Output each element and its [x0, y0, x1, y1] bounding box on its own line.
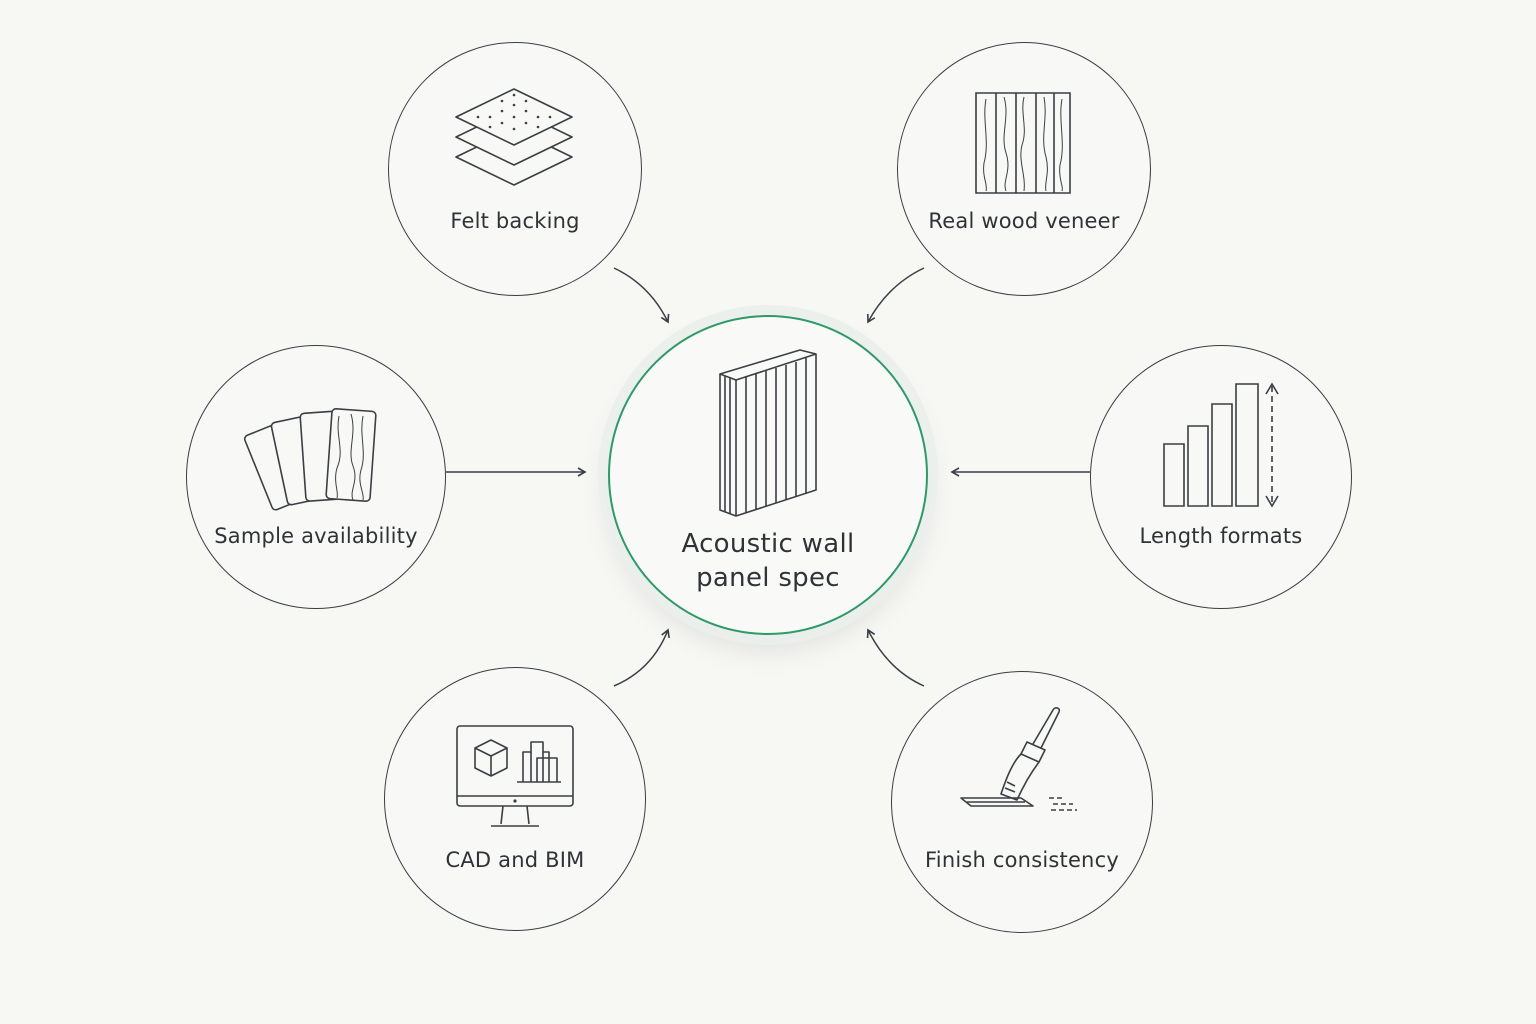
node-felt-backing: Felt backing [388, 42, 642, 296]
node-real-wood-veneer: Real wood veneer [897, 42, 1151, 296]
slatted-panel-icon [712, 342, 832, 522]
paintbrush-icon [957, 702, 1087, 822]
arrow-cad-bim [613, 628, 670, 687]
node-label: Finish consistency [925, 848, 1119, 872]
sample-cards-icon [241, 406, 391, 516]
wood-veneer-icon [974, 91, 1074, 197]
node-length-formats: Length formats [1090, 345, 1352, 609]
center-node: Acoustic wall panel spec [608, 315, 928, 635]
node-label: Length formats [1139, 524, 1303, 548]
node-sample-availability: Sample availability [186, 345, 446, 609]
node-finish-consistency: Finish consistency [891, 671, 1153, 933]
node-label: Sample availability [214, 524, 418, 548]
arrow-felt-backing [613, 267, 670, 324]
node-cad-bim: CAD and BIM [384, 667, 646, 931]
length-bars-icon [1156, 380, 1286, 510]
arrow-finish-consistency [866, 628, 925, 687]
node-label: CAD and BIM [445, 848, 585, 872]
node-label: Felt backing [450, 209, 580, 233]
node-label: Real wood veneer [928, 209, 1120, 233]
arrow-real-wood-veneer [867, 267, 925, 324]
center-label-line2: panel spec [696, 563, 840, 593]
layers-icon [450, 87, 580, 197]
center-label-line1: Acoustic wall [681, 529, 855, 559]
monitor-model-icon [453, 722, 577, 834]
